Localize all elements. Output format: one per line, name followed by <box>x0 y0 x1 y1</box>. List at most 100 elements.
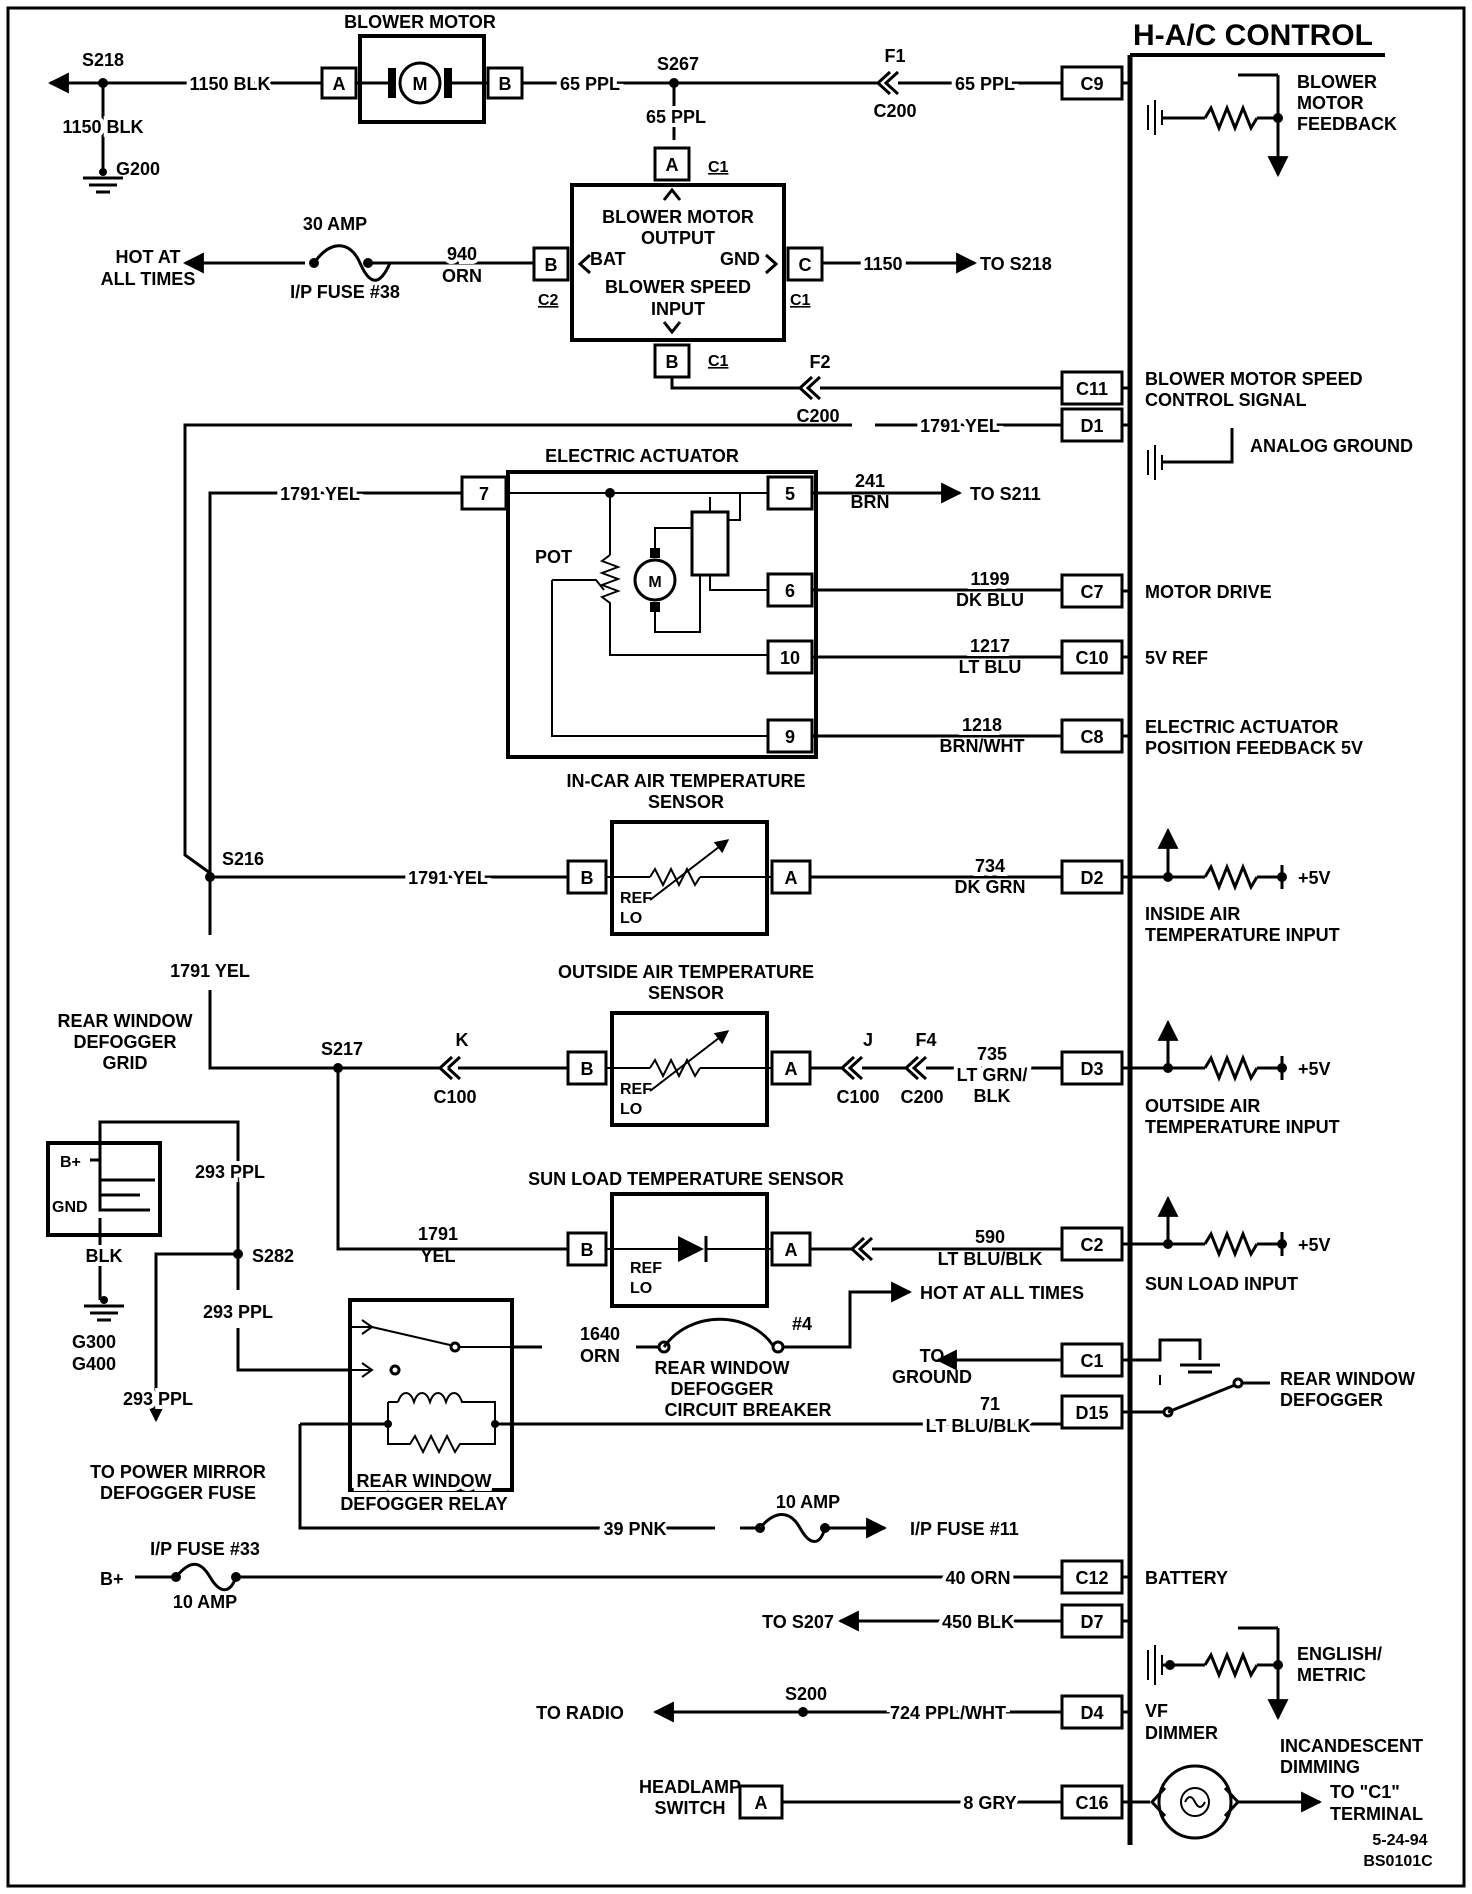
svg-text:LO: LO <box>620 1101 642 1118</box>
splice-s200: S200 <box>785 1684 827 1704</box>
pin-c11: C11 <box>1060 370 1130 406</box>
svg-text:BAT: BAT <box>590 249 626 269</box>
svg-text:INPUT: INPUT <box>651 299 705 319</box>
svg-text:450 BLK: 450 BLK <box>942 1612 1014 1632</box>
svg-text:SUN LOAD TEMPERATURE SENSOR: SUN LOAD TEMPERATURE SENSOR <box>528 1169 844 1189</box>
svg-text:DEFOGGER RELAY: DEFOGGER RELAY <box>340 1494 507 1514</box>
svg-text:293 PPL: 293 PPL <box>203 1302 273 1322</box>
svg-text:LT BLU/BLK: LT BLU/BLK <box>938 1249 1043 1269</box>
svg-text:C1: C1 <box>1080 1351 1103 1371</box>
svg-text:A: A <box>666 155 679 175</box>
svg-text:BLOWER MOTOR SPEED: BLOWER MOTOR SPEED <box>1145 369 1363 389</box>
rear-window-defogger-switch: REAR WINDOW DEFOGGER <box>1130 1338 1415 1418</box>
svg-text:CIRCUIT BREAKER: CIRCUIT BREAKER <box>664 1400 831 1420</box>
svg-text:ANALOG GROUND: ANALOG GROUND <box>1250 436 1413 456</box>
svg-text:OUTSIDE AIR TEMPERATURE: OUTSIDE AIR TEMPERATURE <box>558 962 814 982</box>
svg-text:A: A <box>785 868 798 888</box>
svg-text:F4: F4 <box>915 1030 936 1050</box>
svg-text:1217: 1217 <box>970 636 1010 656</box>
svg-text:TERMINAL: TERMINAL <box>1330 1804 1423 1824</box>
svg-text:K: K <box>456 1030 469 1050</box>
svg-text:TO S211: TO S211 <box>970 484 1041 504</box>
svg-text:I/P FUSE #38: I/P FUSE #38 <box>290 282 400 302</box>
svg-text:ENGLISH/: ENGLISH/ <box>1297 1644 1382 1664</box>
svg-text:30 AMP: 30 AMP <box>303 214 367 234</box>
svg-text:C16: C16 <box>1075 1793 1108 1813</box>
sun-load-pullup: +5V SUN LOAD INPUT <box>1130 1195 1331 1294</box>
pin-d3: D3 <box>1060 1050 1130 1086</box>
svg-text:TO RADIO: TO RADIO <box>536 1703 624 1723</box>
svg-text:GND: GND <box>720 249 760 269</box>
svg-text:REF: REF <box>630 1260 662 1277</box>
svg-text:ALL TIMES: ALL TIMES <box>101 269 196 289</box>
svg-text:TO S207: TO S207 <box>762 1612 834 1632</box>
svg-text:C: C <box>799 255 812 275</box>
svg-text:REF: REF <box>620 890 652 907</box>
splice-s216: S216 <box>222 849 264 869</box>
svg-text:DEFOGGER FUSE: DEFOGGER FUSE <box>100 1483 256 1503</box>
svg-text:10: 10 <box>780 648 800 668</box>
svg-text:D3: D3 <box>1080 1059 1103 1079</box>
svg-text:LT BLU/BLK: LT BLU/BLK <box>926 1416 1031 1436</box>
svg-text:INCANDESCENT: INCANDESCENT <box>1280 1736 1423 1756</box>
control-pins: C9 C11 D1 C7 C10 C8 D2 D3 C2 C1 D15 C12 … <box>1060 65 1130 1820</box>
svg-text:G300: G300 <box>72 1332 116 1352</box>
svg-text:C1: C1 <box>708 353 729 370</box>
svg-text:TO POWER MIRROR: TO POWER MIRROR <box>90 1462 266 1482</box>
svg-text:DEFOGGER: DEFOGGER <box>73 1032 176 1052</box>
svg-text:D2: D2 <box>1080 868 1103 888</box>
svg-text:DIMMING: DIMMING <box>1280 1757 1360 1777</box>
svg-text:D7: D7 <box>1080 1612 1103 1632</box>
actuator-title: ELECTRIC ACTUATOR <box>545 446 739 466</box>
svg-text:+5V: +5V <box>1298 1235 1331 1255</box>
inside-air-pullup: +5V INSIDE AIR TEMPERATURE INPUT <box>1130 827 1340 945</box>
svg-text:C9: C9 <box>1080 74 1103 94</box>
hac-control-module: H-A/C CONTROL <box>1127 19 1385 1845</box>
svg-text:C100: C100 <box>433 1087 476 1107</box>
outside-air-temp-sensor: OUTSIDE AIR TEMPERATURE SENSOR B A REF L… <box>558 962 814 1127</box>
rear-window-defogger-relay: REAR WINDOW DEFOGGER RELAY <box>340 1298 542 1514</box>
document-id: BS0101C <box>1363 1853 1433 1870</box>
svg-text:SUN LOAD INPUT: SUN LOAD INPUT <box>1145 1274 1298 1294</box>
svg-text:VF: VF <box>1145 1701 1168 1721</box>
svg-text:65 PPL: 65 PPL <box>646 107 706 127</box>
svg-text:MOTOR DRIVE: MOTOR DRIVE <box>1145 582 1272 602</box>
svg-text:D15: D15 <box>1075 1403 1108 1423</box>
svg-text:YEL: YEL <box>420 1246 455 1266</box>
pin-c12: C12 <box>1060 1559 1130 1595</box>
pin-c10: C10 <box>1060 639 1130 675</box>
svg-text:734: 734 <box>975 856 1005 876</box>
svg-text:ORN: ORN <box>580 1346 620 1366</box>
svg-text:C1: C1 <box>708 159 729 176</box>
svg-text:DIMMER: DIMMER <box>1145 1723 1218 1743</box>
svg-text:LT GRN/: LT GRN/ <box>957 1065 1028 1085</box>
pin-d7: D7 <box>1060 1603 1130 1639</box>
svg-text:C1: C1 <box>790 292 811 309</box>
svg-text:B+: B+ <box>60 1154 81 1171</box>
svg-text:40 ORN: 40 ORN <box>945 1568 1010 1588</box>
svg-text:940: 940 <box>447 244 477 264</box>
svg-text:TEMPERATURE INPUT: TEMPERATURE INPUT <box>1145 925 1340 945</box>
svg-text:CONTROL SIGNAL: CONTROL SIGNAL <box>1145 390 1307 410</box>
svg-text:1791: 1791 <box>418 1224 458 1244</box>
svg-text:C200: C200 <box>900 1087 943 1107</box>
svg-text:POT: POT <box>535 547 572 567</box>
svg-text:LO: LO <box>630 1280 652 1297</box>
svg-text:GRID: GRID <box>103 1053 148 1073</box>
svg-text:METRIC: METRIC <box>1297 1665 1366 1685</box>
svg-text:HOT AT ALL TIMES: HOT AT ALL TIMES <box>920 1283 1084 1303</box>
svg-text:M: M <box>648 574 661 591</box>
svg-text:1199: 1199 <box>970 569 1009 589</box>
svg-text:C11: C11 <box>1076 379 1108 399</box>
svg-text:GND: GND <box>52 1199 88 1216</box>
svg-text:+5V: +5V <box>1298 1059 1331 1079</box>
pin-c2: C2 <box>1060 1226 1130 1262</box>
page-title: H-A/C CONTROL <box>1133 19 1373 52</box>
svg-text:LT BLU: LT BLU <box>959 657 1022 677</box>
svg-text:C200: C200 <box>873 101 916 121</box>
date-code: 5-24-94 <box>1372 1832 1427 1849</box>
electric-actuator: ELECTRIC ACTUATOR 7 5 6 10 9 POT M <box>460 446 818 759</box>
svg-text:241: 241 <box>855 471 885 491</box>
svg-text:C2: C2 <box>538 292 559 309</box>
